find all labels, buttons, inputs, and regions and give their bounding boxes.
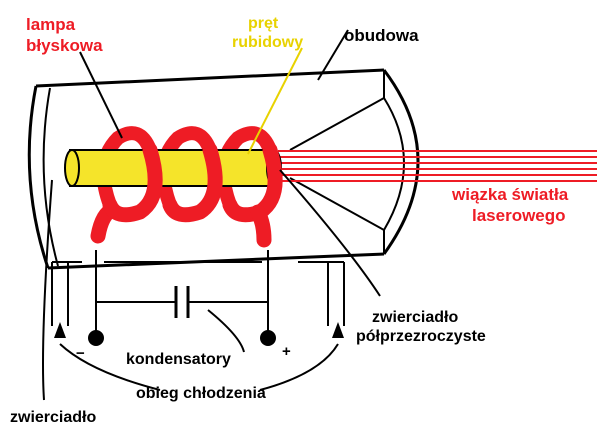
leader-lamp: [79, 51, 123, 139]
coil-loop-front: [162, 142, 223, 223]
label-plus: +: [282, 343, 291, 360]
label-beam-line1: wiązka światła: [451, 185, 569, 204]
cooling-arrow-right-icon: [332, 322, 344, 338]
label-partial-mirror-line1: zwierciadło: [372, 309, 458, 326]
laser-housing: [27, 68, 385, 270]
circuit: [51, 250, 345, 332]
leader-cooling-right: [259, 343, 339, 391]
label-mirror: zwierciadło: [10, 409, 96, 426]
coil-loop-front: [102, 142, 163, 223]
leader-capacitors: [207, 309, 245, 353]
label-rod-line1: pręt: [248, 15, 279, 32]
label-rod-line2: rubidowy: [232, 34, 303, 51]
ruby-rod-body: [69, 149, 275, 187]
leader-mirror: [42, 179, 53, 401]
positive-electrode: [260, 330, 276, 346]
label-beam-line2: laserowego: [472, 206, 566, 225]
leader-housing: [317, 29, 349, 81]
leader-cooling-left: [59, 343, 161, 391]
label-lamp-line1: lampa: [26, 15, 76, 34]
cooling-arrows: [54, 322, 344, 338]
coil-lead-right: [250, 204, 272, 248]
laser-beam: [278, 150, 597, 182]
labels: lampa błyskowa pręt rubidowy obudowa wią…: [10, 15, 569, 426]
label-partial-mirror-line2: półprzezroczyste: [356, 328, 486, 345]
label-housing: obudowa: [344, 26, 419, 45]
housing-left-inner: [42, 87, 59, 267]
negative-electrode: [88, 330, 104, 346]
flash-lamp-front: [90, 142, 283, 248]
ruby-rod-left-end: [64, 149, 80, 187]
partial-mirror-top-strut: [289, 97, 385, 151]
leader-rod: [247, 47, 303, 155]
label-cooling: obieg chłodzenia: [136, 385, 266, 402]
housing-left-end: [27, 85, 50, 269]
leader-partial-mirror: [279, 169, 381, 297]
ruby-rod: [64, 149, 282, 187]
cooling-arrow-left-icon: [54, 322, 66, 338]
label-lamp-line2: błyskowa: [26, 36, 103, 55]
partial-mirror-bottom-strut: [289, 177, 385, 231]
housing-top-edge: [35, 68, 385, 88]
label-minus: −: [76, 345, 85, 362]
label-capacitors: kondensatory: [126, 351, 231, 368]
leader-lines: [42, 29, 381, 401]
partial-mirror-outer-arc: [382, 69, 420, 255]
